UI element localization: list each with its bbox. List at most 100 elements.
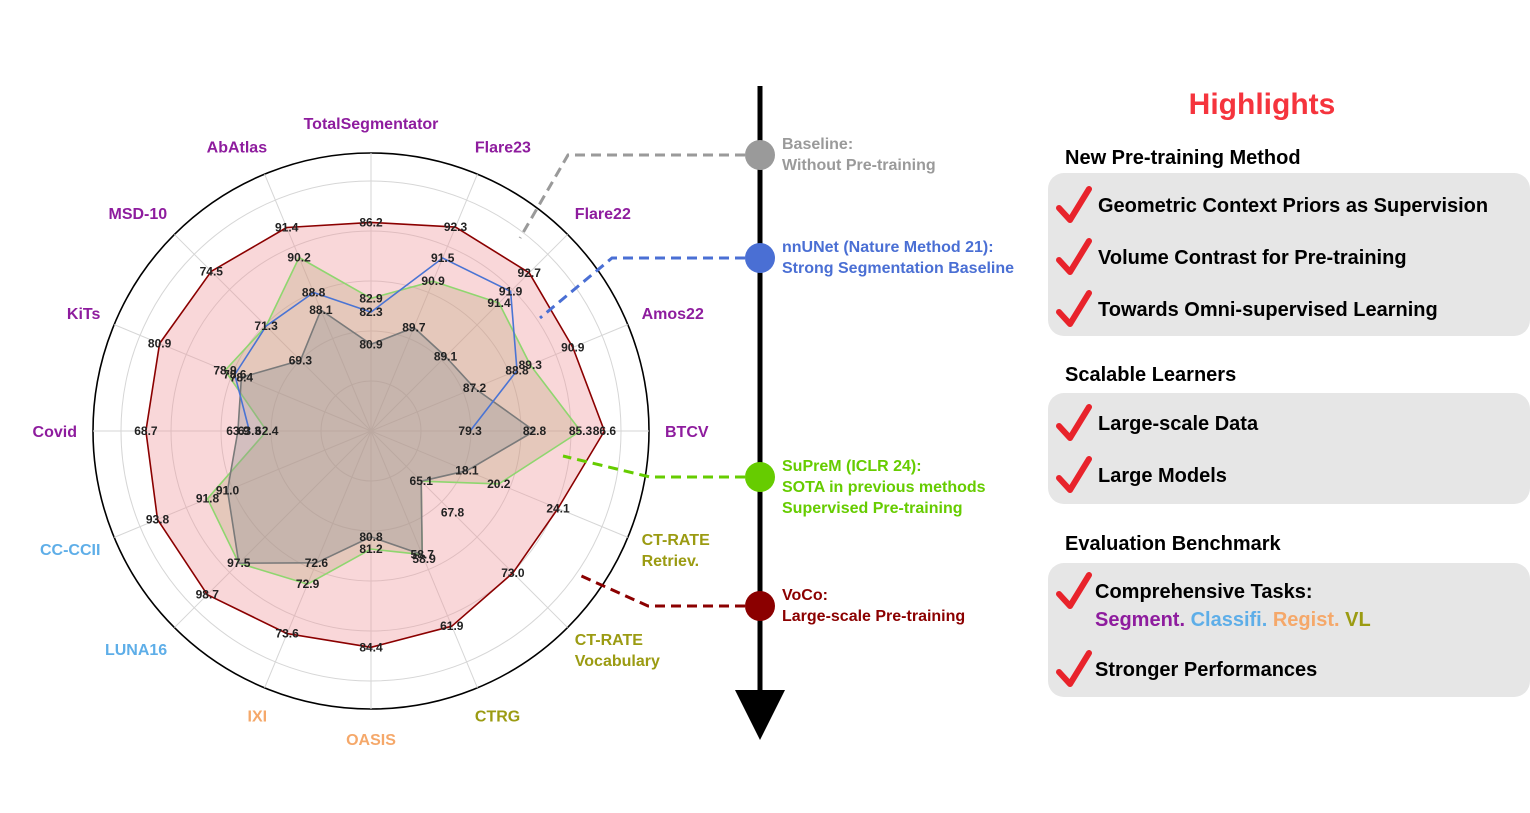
- tick-label: 78.9: [213, 364, 237, 378]
- axis-label: KiTs: [67, 306, 101, 323]
- timeline-label-line: VoCo:: [782, 587, 828, 604]
- axis-label: Amos22: [642, 306, 704, 323]
- axis-label: BTCV: [665, 424, 709, 441]
- tick-label: 90.2: [287, 251, 311, 265]
- tick-label: 82.3: [359, 305, 383, 319]
- tick-label: 18.1: [455, 464, 479, 478]
- tick-label: 86.2: [359, 215, 383, 229]
- timeline-label: SuPreM (ICLR 24): SOTA in previous method…: [782, 458, 986, 517]
- series-line-1: [233, 257, 518, 432]
- tick-label: 91.8: [196, 492, 220, 506]
- tick-label: 63.9: [226, 424, 250, 438]
- grid-spoke: [370, 234, 568, 432]
- tick-label: 97.5: [227, 556, 251, 570]
- tick-label: 91.4: [275, 221, 299, 235]
- section-title-method: New Pre-training Method: [1065, 147, 1301, 169]
- axis-label: Flare23: [475, 139, 531, 156]
- tick-label: 88.1: [309, 303, 333, 317]
- task-classify: Classifi.: [1190, 609, 1268, 631]
- timeline-label-line: Supervised Pre-training: [782, 500, 963, 517]
- tick-label: 92.3: [444, 220, 468, 234]
- axis-label: OASIS: [346, 732, 396, 749]
- axis-label-line: MSD-10: [109, 206, 168, 223]
- task-vl: VL: [1345, 609, 1371, 631]
- tick-label: 93.8: [146, 512, 170, 526]
- axis-label-line: Retriev.: [642, 553, 700, 570]
- axis-label-line: IXI: [248, 709, 268, 726]
- timeline-label: nnUNet (Nature Method 21):Strong Segment…: [782, 239, 1014, 277]
- axis-label-line: AbAtlas: [207, 139, 268, 156]
- axis-label-line: Vocabulary: [575, 653, 660, 670]
- axis-label-line: OASIS: [346, 732, 396, 749]
- series-area-0: [226, 309, 536, 565]
- tick-label: 69.3: [289, 353, 313, 367]
- tick-label: 80.8: [359, 530, 383, 544]
- tick-label: 71.3: [254, 319, 278, 333]
- axis-label-line: Amos22: [642, 306, 704, 323]
- list-item: Large-scale Data: [1056, 404, 1258, 444]
- axis-label: CT-RATE Retriev.: [642, 532, 710, 570]
- checkmark-icon: [1056, 238, 1092, 275]
- list-item: Towards Omni-supervised Learning: [1056, 290, 1438, 330]
- axis-label: AbAtlas: [207, 139, 268, 156]
- tick-label: 80.9: [359, 337, 383, 351]
- axis-label-line: KiTs: [67, 306, 101, 323]
- grid-spoke: [370, 173, 478, 432]
- tick-label: 82.8: [523, 424, 547, 438]
- tick-label: 88.8: [505, 364, 529, 378]
- tick-label: 90.9: [421, 274, 445, 288]
- series-area-2: [206, 256, 582, 585]
- checkmark-icon: [1056, 456, 1092, 493]
- tick-label: 73.6: [275, 627, 299, 641]
- tick-label: 91.5: [431, 251, 455, 265]
- timeline-connector: [539, 256, 745, 320]
- timeline-label-line: SuPreM (ICLR 24):: [782, 458, 922, 475]
- list-item: Geometric Context Priors as Supervision: [1056, 186, 1488, 226]
- item-label: Comprehensive Tasks:: [1095, 580, 1313, 603]
- timeline-connector: [518, 153, 745, 239]
- item-label: Geometric Context Priors as Supervision: [1098, 194, 1489, 217]
- grid-spoke: [174, 234, 372, 432]
- highlights-title: Highlights: [1188, 88, 1336, 121]
- section-title-scalable: Scalable Learners: [1065, 364, 1237, 386]
- tick-label: 79.3: [458, 424, 482, 438]
- timeline-dot: [745, 462, 775, 492]
- tick-label: 78.4: [230, 370, 254, 384]
- axis-label-line: LUNA16: [105, 642, 167, 659]
- grid-spoke: [370, 324, 629, 432]
- timeline-connector: [562, 454, 745, 479]
- checkmark-icon: [1056, 186, 1092, 223]
- tick-label: 24.1: [546, 501, 570, 515]
- tick-label: 78.6: [223, 368, 247, 382]
- list-item: Stronger Performances: [1056, 650, 1317, 690]
- axis-label-line: CT-RATE: [642, 532, 710, 549]
- tick-label: 73.0: [501, 566, 525, 580]
- grid-spoke: [264, 173, 372, 432]
- axis-label: Covid: [33, 424, 77, 441]
- axis-label: CC-CCII: [40, 542, 100, 559]
- timeline-label-line: SOTA in previous methods: [782, 479, 986, 496]
- tick-label: 74.5: [200, 264, 224, 278]
- tick-label: 61.9: [440, 619, 464, 633]
- axis-label: MSD-10: [109, 206, 168, 223]
- tick-label: 72.6: [305, 556, 329, 570]
- timeline-label-line: Baseline:: [782, 136, 853, 153]
- tick-label: 68.7: [134, 424, 158, 438]
- tick-label: 20.2: [487, 477, 511, 491]
- axis-label-line: TotalSegmentator: [304, 116, 439, 133]
- tick-label: 89.7: [402, 321, 426, 335]
- tick-label: 91.9: [499, 284, 523, 298]
- grid-spoke: [264, 430, 372, 689]
- grid-spoke: [370, 430, 568, 628]
- benchmark-panel: [1048, 563, 1530, 697]
- tick-label: 85.3: [569, 424, 593, 438]
- tick-label: 72.9: [296, 577, 320, 591]
- list-item: Comprehensive Tasks:: [1056, 572, 1313, 612]
- item-label: Volume Contrast for Pre-training: [1098, 246, 1407, 269]
- scalable-panel: [1048, 393, 1530, 504]
- tick-label: 82.9: [359, 291, 383, 305]
- list-item: Large Models: [1056, 456, 1227, 496]
- tick-label: 65.1: [410, 474, 434, 488]
- task-types: Segment. Classifi. Regist. VL: [1095, 609, 1371, 632]
- method-panel: [1048, 173, 1530, 336]
